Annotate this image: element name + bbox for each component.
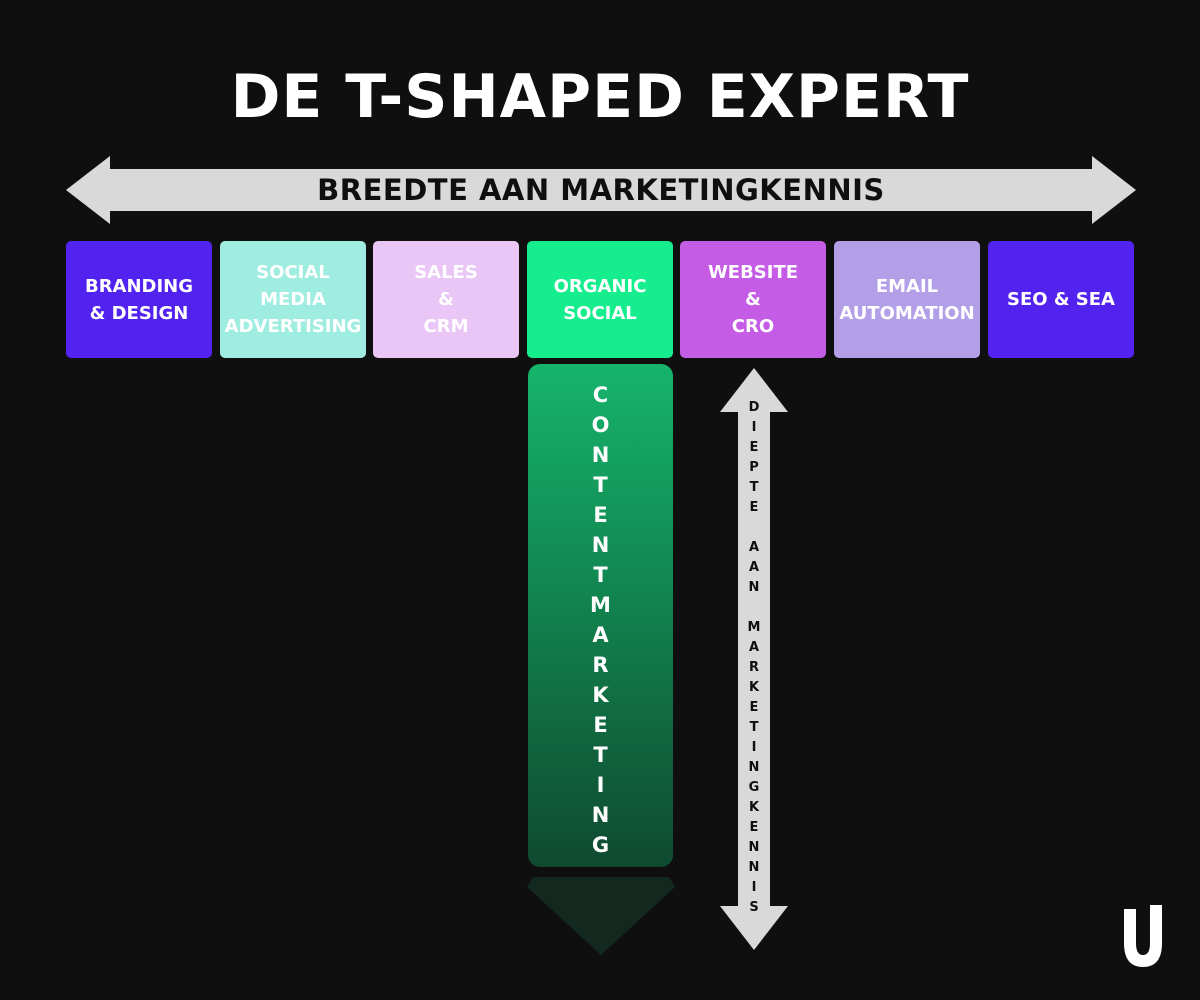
- tile-label: SALES & CRM: [414, 262, 478, 337]
- tile-website-cro: WEBSITE & CRO: [680, 241, 826, 358]
- tile-label: BRANDING & DESIGN: [84, 275, 194, 324]
- tile-label: SEO & SEA: [1007, 289, 1115, 310]
- breadth-double-arrow: [66, 156, 1136, 224]
- tile-branding-design: BRANDING & DESIGN: [66, 241, 212, 358]
- tile-email-automation: EMAIL AUTOMATION: [834, 241, 980, 358]
- tile-label: ORGANIC SOCIAL: [553, 275, 647, 324]
- tile-label: SOCIAL MEDIA ADVERTISING: [224, 262, 362, 337]
- depth-double-arrow: [720, 368, 788, 950]
- page-title: DE T-SHAPED EXPERT: [230, 62, 970, 132]
- tile-organic-social: ORGANIC SOCIAL: [527, 241, 673, 358]
- breadth-label: BREEDTE AAN MARKETINGKENNIS: [317, 173, 885, 207]
- tile-label: WEBSITE & CRO: [707, 262, 799, 337]
- tile-seo-sea: SEO & SEA: [988, 241, 1134, 358]
- tile-sales-crm: SALES & CRM: [373, 241, 519, 358]
- chevron-down-icon: [527, 877, 675, 955]
- brand-logo-icon: [1124, 905, 1162, 967]
- depth-arrow-label: D I E P T E A A N M A R K E T I N G K E …: [747, 400, 761, 915]
- tile-social-media-advertising: SOCIAL MEDIA ADVERTISING: [220, 241, 366, 358]
- tile-label: EMAIL AUTOMATION: [839, 275, 975, 324]
